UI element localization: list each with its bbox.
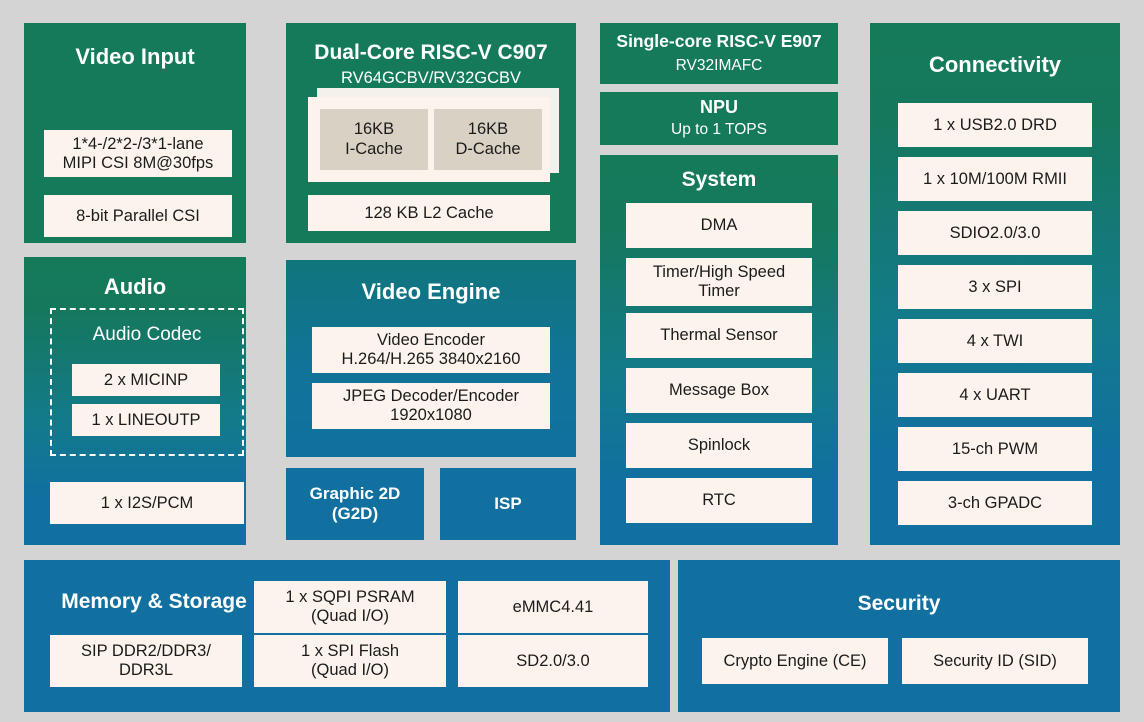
card-sqpi-psram: 1 x SQPI PSRAM (Quad I/O) xyxy=(254,581,446,633)
panel-subtitle-npu: Up to 1 TOPS xyxy=(671,121,767,138)
audio-codec-group xyxy=(50,308,244,456)
panel-title-video-engine: Video Engine xyxy=(361,279,501,304)
panel-title-connectivity: Connectivity xyxy=(928,52,1062,77)
panel-video-input: Video Input 1*4-/2*2-/3*1-lane MIPI CSI … xyxy=(24,23,246,243)
panel-connectivity: Connectivity 1 x USB2.0 DRD 1 x 10M/100M… xyxy=(870,23,1120,545)
card-timer: Timer/High Speed Timer xyxy=(626,258,812,306)
panel-title-audio: Audio xyxy=(103,274,167,299)
card-lineoutp: 1 x LINEOUTP xyxy=(72,404,220,436)
panel-title-mcu: Single-core RISC-V E907 xyxy=(616,31,822,51)
panel-mcu-e907: Single-core RISC-V E907 RV32IMAFC xyxy=(600,23,838,84)
card-emmc: eMMC4.41 xyxy=(458,581,648,633)
panel-cpu: Dual-Core RISC-V C907 RV64GCBV/RV32GCBV … xyxy=(286,23,576,243)
panel-npu: NPU Up to 1 TOPS xyxy=(600,92,838,145)
panel-title-system: System xyxy=(681,168,757,191)
card-parallel-csi: 8-bit Parallel CSI xyxy=(44,195,232,237)
card-video-encoder: Video Encoder H.264/H.265 3840x2160 xyxy=(312,327,550,373)
card-i2s-pcm: 1 x I2S/PCM xyxy=(50,482,244,524)
card-spi: 3 x SPI xyxy=(898,265,1092,309)
card-gpadc: 3-ch GPADC xyxy=(898,481,1092,525)
panel-title-npu: NPU xyxy=(699,97,738,117)
panel-security: Security Crypto Engine (CE) Security ID … xyxy=(678,560,1120,712)
card-l2-cache: 128 KB L2 Cache xyxy=(308,195,550,231)
panel-subtitle-mcu: RV32IMAFC xyxy=(675,57,763,74)
card-rtc: RTC xyxy=(626,478,812,523)
card-sdio: SDIO2.0/3.0 xyxy=(898,211,1092,255)
card-pwm: 15-ch PWM xyxy=(898,427,1092,471)
card-rmii: 1 x 10M/100M RMII xyxy=(898,157,1092,201)
card-crypto-engine: Crypto Engine (CE) xyxy=(702,638,888,684)
card-micinp: 2 x MICINP xyxy=(72,364,220,396)
card-uart: 4 x UART xyxy=(898,373,1092,417)
card-jpeg-codec: JPEG Decoder/Encoder 1920x1080 xyxy=(312,383,550,429)
card-twi: 4 x TWI xyxy=(898,319,1092,363)
card-i-cache: 16KB I-Cache xyxy=(320,109,428,170)
panel-title-video-input: Video Input xyxy=(75,44,195,69)
block-isp: ISP xyxy=(440,468,576,540)
card-spinlock: Spinlock xyxy=(626,423,812,468)
card-thermal-sensor: Thermal Sensor xyxy=(626,313,812,358)
card-sd: SD2.0/3.0 xyxy=(458,635,648,687)
panel-memory-storage: Memory & Storage SIP DDR2/DDR3/ DDR3L 1 … xyxy=(24,560,670,712)
card-dma: DMA xyxy=(626,203,812,248)
card-usb: 1 x USB2.0 DRD xyxy=(898,103,1092,147)
panel-title-memory-storage: Memory & Storage xyxy=(61,590,247,613)
panel-subtitle-cpu: RV64GCBV/RV32GCBV xyxy=(340,69,522,87)
panel-system: System DMA Timer/High Speed Timer Therma… xyxy=(600,155,838,545)
panel-title-security: Security xyxy=(857,592,941,615)
block-graphic-2d: Graphic 2D (G2D) xyxy=(286,468,424,540)
audio-codec-title: Audio Codec xyxy=(92,324,202,345)
panel-title-cpu: Dual-Core RISC-V C907 xyxy=(314,41,548,64)
card-security-id: Security ID (SID) xyxy=(902,638,1088,684)
card-mipi-csi: 1*4-/2*2-/3*1-lane MIPI CSI 8M@30fps xyxy=(44,130,232,177)
card-message-box: Message Box xyxy=(626,368,812,413)
card-spi-flash: 1 x SPI Flash (Quad I/O) xyxy=(254,635,446,687)
card-ddr: SIP DDR2/DDR3/ DDR3L xyxy=(50,635,242,687)
panel-video-engine: Video Engine Video Encoder H.264/H.265 3… xyxy=(286,260,576,457)
panel-audio: Audio Audio Codec 2 x MICINP 1 x LINEOUT… xyxy=(24,257,246,545)
card-d-cache: 16KB D-Cache xyxy=(434,109,542,170)
